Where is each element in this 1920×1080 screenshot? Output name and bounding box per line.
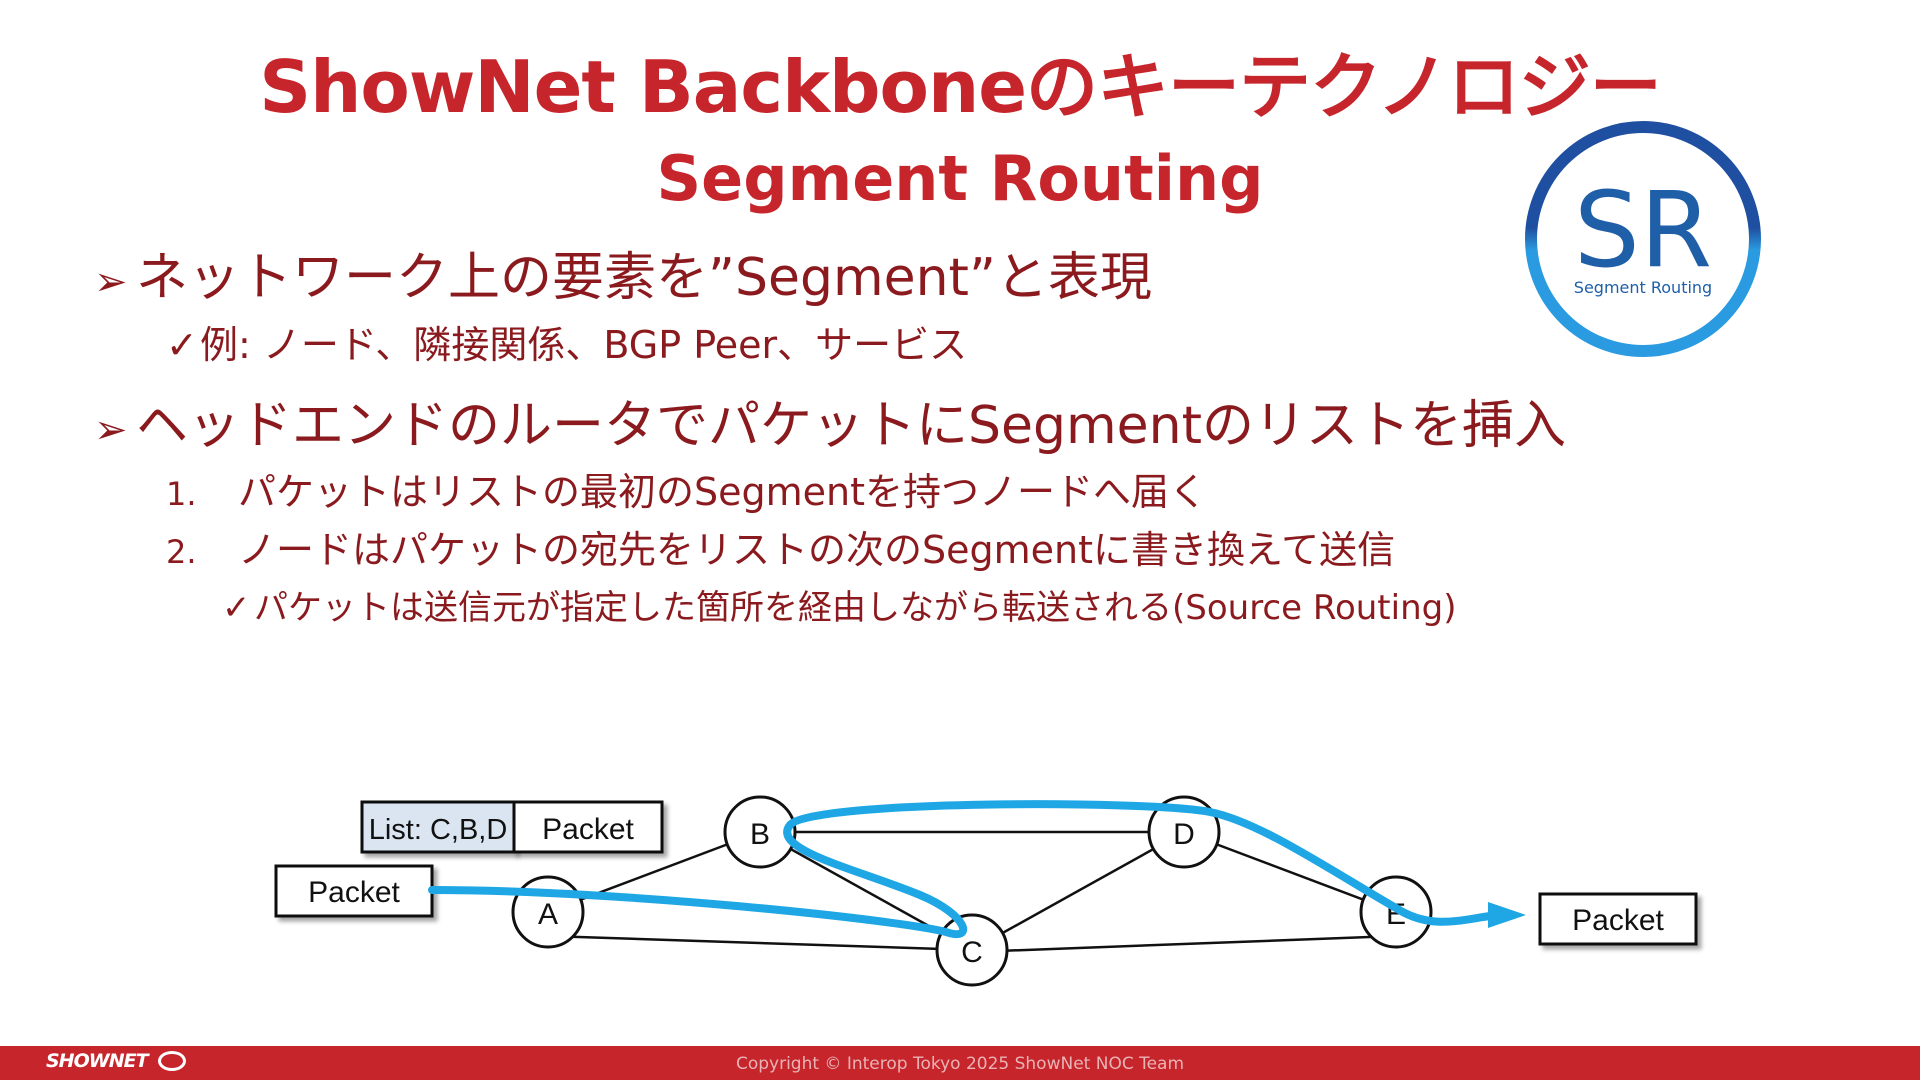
step-2-sub-text: パケットは送信元が指定した箇所を経由しながら転送される(Source Routi… xyxy=(254,588,1457,628)
bullet-list: ➢ ネットワーク上の要素を”Segment”と表現 ✓ 例: ノード、隣接関係、… xyxy=(94,244,1774,636)
node-c: C xyxy=(935,913,1009,987)
bullet-1-sub-text: 例: ノード、隣接関係、BGP Peer、サービス xyxy=(200,323,968,367)
node-a: A xyxy=(511,875,585,949)
step-1-text: パケットはリストの最初のSegmentを持つノードへ届く xyxy=(238,470,1208,514)
step-2-sub: ✓ パケットは送信元が指定した箇所を経由しながら転送される(Source Rou… xyxy=(222,580,1774,636)
forwarding-path xyxy=(428,800,1494,939)
segment-routing-logo: SR Segment Routing xyxy=(1525,121,1761,357)
input-packet-label: Packet xyxy=(308,876,400,909)
node-c-label: C xyxy=(961,936,983,969)
list-packet: Packet xyxy=(512,800,664,854)
bullet-1: ➢ ネットワーク上の要素を”Segment”と表現 xyxy=(94,244,1774,316)
node-b: B xyxy=(723,795,797,869)
step-1: 1. パケットはリストの最初のSegmentを持つノードへ届く xyxy=(166,464,1774,522)
copyright-text: Copyright © Interop Tokyo 2025 ShowNet N… xyxy=(735,1054,1185,1074)
step-2: 2. ノードはパケットの宛先をリストの次のSegmentに書き換えて送信 xyxy=(166,522,1774,580)
segment-list-label: List: C,B,D xyxy=(369,814,508,846)
path-arrowhead-icon xyxy=(1488,902,1526,928)
step-1-number: 1. xyxy=(166,475,197,513)
bullet-1-sub: ✓ 例: ノード、隣接関係、BGP Peer、サービス xyxy=(166,316,1774,374)
link-c-d xyxy=(971,830,1185,952)
output-packet: Packet xyxy=(1538,892,1698,946)
segment-list-header: List: C,B,D xyxy=(360,800,516,854)
input-packet: Packet xyxy=(274,864,434,918)
bullet-2: ➢ ヘッドエンドのルータでパケットにSegmentのリストを挿入 xyxy=(94,392,1774,464)
segment-routing-diagram: A B C D E Packet List: C,B,D Packet Pack… xyxy=(274,795,1698,987)
node-a-label: A xyxy=(538,898,558,931)
arrow-bullet-icon: ➢ xyxy=(94,259,128,305)
link-d-e xyxy=(1183,830,1397,914)
logo-caption: Segment Routing xyxy=(1574,278,1712,297)
footer-bar: SHOWNET Copyright © Interop Tokyo 2025 S… xyxy=(0,1046,1920,1080)
node-d-label: D xyxy=(1173,818,1195,851)
check-icon: ✓ xyxy=(166,323,198,367)
list-packet-label: Packet xyxy=(542,813,634,846)
bullet-1-text: ネットワーク上の要素を”Segment”と表現 xyxy=(136,248,1152,308)
arrow-bullet-icon: ➢ xyxy=(94,407,128,453)
shownet-logo-icon xyxy=(158,1051,186,1071)
bullet-2-text: ヘッドエンドのルータでパケットにSegmentのリストを挿入 xyxy=(136,396,1567,456)
logo-mark: SR xyxy=(1574,169,1712,291)
page-subtitle: Segment Routing xyxy=(656,142,1264,215)
step-2-number: 2. xyxy=(166,533,197,571)
link-a-c xyxy=(547,934,973,952)
check-icon: ✓ xyxy=(222,588,251,628)
link-a-b xyxy=(547,830,761,914)
step-2-text: ノードはパケットの宛先をリストの次のSegmentに書き換えて送信 xyxy=(238,528,1396,572)
node-b-label: B xyxy=(750,818,770,851)
shownet-brand: SHOWNET xyxy=(46,1050,149,1072)
output-packet-label: Packet xyxy=(1572,904,1664,937)
link-c-e xyxy=(971,934,1397,954)
logo-ring xyxy=(1525,121,1761,357)
network-links xyxy=(547,830,1397,954)
page-title: ShowNet Backboneのキーテクノロジー xyxy=(259,45,1661,129)
